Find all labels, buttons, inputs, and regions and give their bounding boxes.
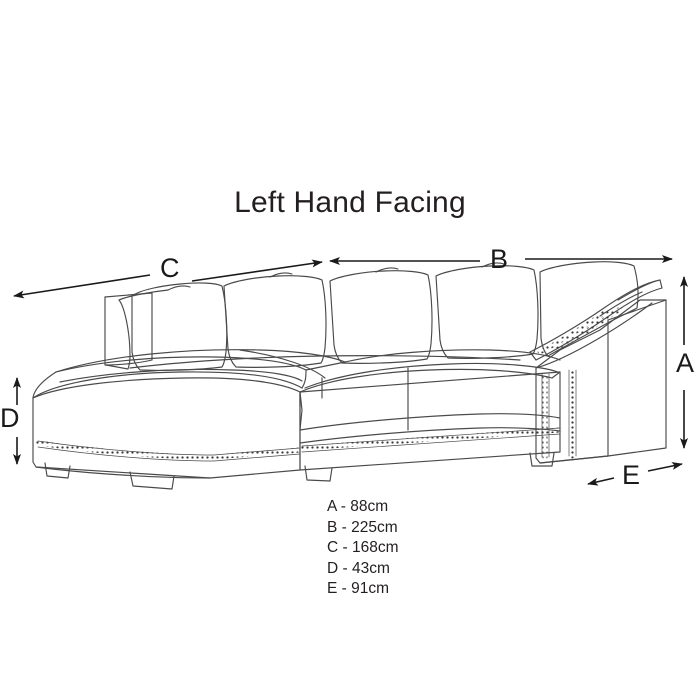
dimension-legend-item: A - 88cm	[327, 498, 389, 515]
right-stud-band-bottom-line	[301, 433, 561, 453]
right-cushion-seam-upper	[304, 362, 559, 389]
dimension-label-c: C	[160, 253, 180, 283]
chaise-foot-mid	[129, 471, 175, 490]
dimension-label-a: A	[676, 348, 695, 378]
scatter-cushion-1	[105, 299, 131, 370]
cushion-notch-3	[375, 267, 399, 273]
chaise-stud-band-bottom-line	[37, 446, 301, 462]
arm-roll-stud-band-2	[553, 306, 623, 353]
chaise-cushion-right-edge	[301, 369, 307, 389]
right-arm-front-outline	[535, 299, 667, 464]
cushion-notch-4	[481, 262, 505, 268]
dimension-arrow-e-right	[647, 462, 683, 472]
arm-roll-right-cap	[659, 279, 663, 289]
corner-crease	[299, 391, 303, 431]
scatter-cushion-4	[329, 270, 433, 364]
dimension-arrow-c-left	[13, 274, 151, 299]
scatter-cushion-5	[435, 265, 539, 359]
chaise-foot-left	[44, 462, 71, 479]
right-stud-band	[299, 427, 563, 451]
right-arm-bottom-front	[539, 455, 609, 464]
right-arm-top-edge	[607, 299, 667, 321]
arm-roll-stud-band-1	[537, 308, 610, 355]
right-foot-left	[304, 465, 333, 482]
dimension-legend: A - 88cm B - 225cm C - 168cm D - 43cm E …	[327, 497, 399, 600]
page-title: Left Hand Facing	[234, 186, 466, 219]
dimension-arrow-e-left	[587, 477, 615, 486]
chaise-base-top-left	[32, 377, 301, 407]
chaise-cushion-top-front	[32, 371, 303, 399]
right-cushion-front-top	[299, 368, 553, 393]
right-stud-band-top-line	[301, 427, 561, 447]
arm-roll-detail-1	[617, 280, 657, 301]
chaise-base-front	[32, 397, 301, 479]
scatter-cushion-2	[131, 282, 228, 371]
chaise-deck-inner-seam	[239, 349, 326, 379]
right-cushion-bottom-seam	[299, 413, 561, 431]
chaise-stud-band	[35, 440, 303, 460]
arm-roll-inner	[529, 279, 661, 353]
corner-base-top	[299, 371, 561, 393]
right-foot-mid	[529, 452, 555, 467]
corner-base-front	[299, 389, 561, 471]
dimension-label-b: B	[490, 244, 509, 274]
dimension-legend-item: C - 168cm	[327, 539, 399, 557]
right-cushion-right-edge	[551, 371, 561, 379]
cushion-notch-1	[167, 285, 191, 291]
scatter-cushion-1-top	[118, 289, 169, 301]
dimension-label-e: E	[622, 460, 641, 490]
chaise-stud-band-top-line	[37, 440, 301, 456]
dimension-legend-item: B - 225cm	[327, 518, 398, 536]
dimension-legend-item: E - 91cm	[327, 580, 390, 598]
dimension-arrow-c-right	[191, 259, 323, 282]
scatter-cushion-6	[539, 261, 639, 357]
chaise-cushion-top-back	[55, 356, 307, 373]
right-arm-scroll-inner	[535, 302, 653, 369]
chaise-cushion-seam	[59, 368, 303, 383]
seat-back-line	[129, 355, 521, 369]
arm-roll-left-cap	[529, 351, 537, 361]
dimension-legend-item: D - 43cm	[327, 559, 390, 577]
chaise-base-bottom	[35, 466, 211, 479]
chaise-deck-right	[305, 361, 346, 371]
right-arm-top-front	[535, 299, 667, 369]
right-deck-line	[299, 427, 561, 444]
dimension-arrows	[13, 255, 688, 486]
sofa-body-outline	[32, 261, 667, 490]
scatter-cushion-3	[223, 275, 327, 368]
chaise-cushion-left-edge	[32, 371, 57, 399]
cushion-notch-2	[269, 272, 293, 278]
dimension-label-d: D	[0, 403, 20, 433]
